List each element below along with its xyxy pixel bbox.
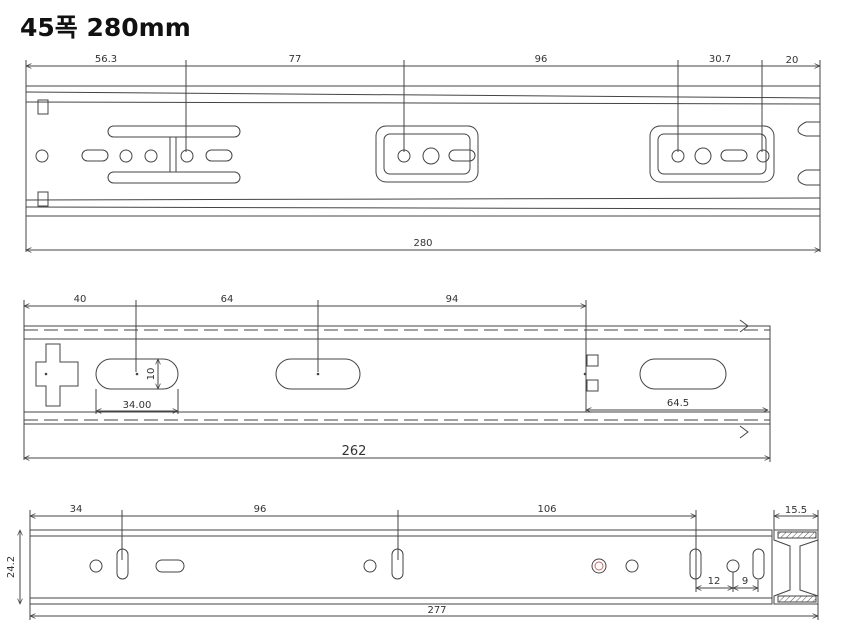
profile-dim-label: 15.5 xyxy=(785,505,807,516)
dim-label: 77 xyxy=(289,54,302,65)
bottom-view xyxy=(20,510,818,620)
dim-label: 106 xyxy=(537,504,556,515)
tail-dim-label: 64.5 xyxy=(667,398,689,409)
slot-width-label: 34.00 xyxy=(123,400,152,411)
dim-label: 9 xyxy=(742,576,748,587)
slot-height-label: 10 xyxy=(146,368,157,381)
dim-label: 12 xyxy=(708,576,721,587)
dim-label: 64 xyxy=(221,294,234,305)
top-view xyxy=(26,60,820,252)
dim-label: 30.7 xyxy=(709,54,731,65)
dim-label: 96 xyxy=(254,504,267,515)
height-dim-label: 24.2 xyxy=(6,556,17,578)
dim-label: 34 xyxy=(70,504,83,515)
overall-dim-label: 262 xyxy=(342,444,367,459)
top-view-labels: 56.3 77 96 30.7 20 280 xyxy=(95,54,799,249)
dim-label: 40 xyxy=(74,294,87,305)
dim-label: 96 xyxy=(535,54,548,65)
overall-dim-label: 277 xyxy=(427,605,446,616)
dim-label: 94 xyxy=(446,294,459,305)
dim-label: 20 xyxy=(786,55,799,66)
overall-dim-label: 280 xyxy=(413,238,432,249)
dim-label: 56.3 xyxy=(95,54,117,65)
middle-view xyxy=(24,300,770,462)
middle-view-dots xyxy=(44,372,587,376)
drawing-title: 45폭 280mm xyxy=(20,13,191,42)
bottom-view-labels: 34 96 106 24.2 15.5 12 9 277 xyxy=(6,504,807,616)
middle-view-labels: 40 64 94 34.00 10 64.5 262 xyxy=(74,294,690,459)
